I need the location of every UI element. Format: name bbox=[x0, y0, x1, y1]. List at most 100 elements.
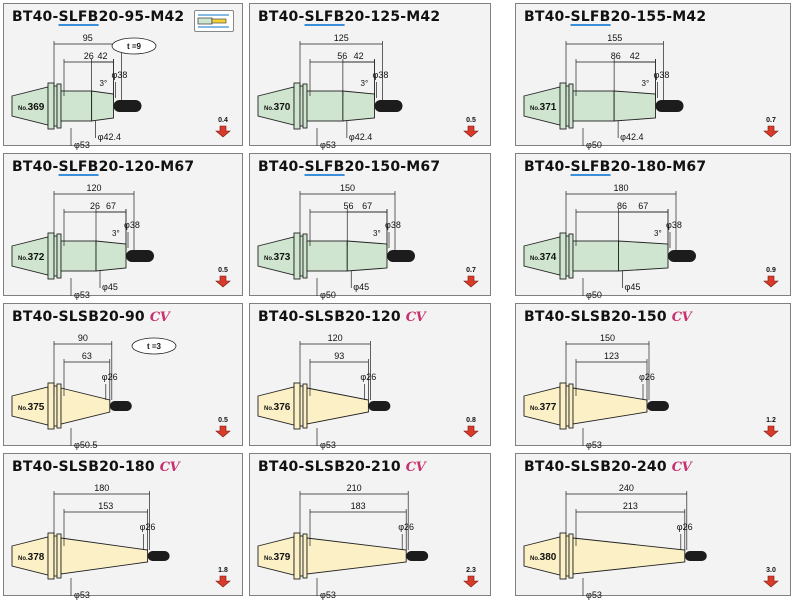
flange-ring bbox=[56, 83, 62, 129]
weight-indicator: 0.4 bbox=[214, 117, 232, 138]
dimension-label: 90 bbox=[78, 333, 88, 343]
tapered-body bbox=[346, 240, 388, 272]
tool-shaft bbox=[109, 401, 132, 411]
part-number: No.375 bbox=[18, 402, 45, 413]
title-suffix: SLSB20-210 bbox=[304, 459, 401, 475]
flange bbox=[293, 232, 301, 280]
flange-diameter-label: φ53 bbox=[586, 590, 602, 600]
body-diameter-label: φ42.4 bbox=[349, 132, 372, 142]
title-series: SLFB bbox=[304, 9, 345, 25]
dimension-label: 63 bbox=[82, 351, 92, 361]
tool-shaft bbox=[684, 551, 707, 561]
flange bbox=[47, 382, 55, 430]
part-number-value: 378 bbox=[28, 552, 45, 563]
cv-badge: CV bbox=[405, 310, 426, 325]
tapered-body bbox=[91, 90, 114, 122]
body-diameter-label: φ45 bbox=[102, 282, 118, 292]
body-section bbox=[572, 240, 619, 272]
dimension-label: 210 bbox=[347, 483, 362, 493]
dimension-label: 180 bbox=[613, 183, 628, 193]
title-suffix: 20-180-M67 bbox=[610, 159, 707, 175]
flange-ring bbox=[565, 535, 570, 577]
down-arrow-icon bbox=[215, 425, 231, 438]
card-title: BT40-SLFB20-155-M42 bbox=[524, 9, 706, 25]
dimension-label: 42 bbox=[98, 51, 108, 61]
down-arrow-icon bbox=[463, 125, 479, 138]
dimension-label: 125 bbox=[334, 33, 349, 43]
shaft-diameter-label: φ38 bbox=[112, 70, 128, 80]
dimension-label: 120 bbox=[86, 183, 101, 193]
flange-ring bbox=[53, 385, 58, 427]
flange bbox=[559, 532, 567, 580]
title-series: SLFB bbox=[570, 159, 611, 175]
shaft-diameter-label: φ38 bbox=[654, 70, 670, 80]
part-number: No.380 bbox=[530, 552, 557, 563]
flange-ring bbox=[568, 533, 574, 579]
flange-ring bbox=[302, 83, 308, 129]
part-number-value: 372 bbox=[28, 252, 45, 263]
down-arrow-icon bbox=[763, 575, 779, 588]
weight-indicator: 3.0 bbox=[762, 567, 780, 588]
weight-indicator: 0.7 bbox=[462, 267, 480, 288]
dimension-label: 153 bbox=[98, 501, 113, 511]
cv-badge: CV bbox=[405, 460, 426, 475]
dimension-label: 67 bbox=[106, 201, 116, 211]
down-arrow-icon bbox=[763, 125, 779, 138]
flange-diameter-label: φ53 bbox=[74, 590, 90, 600]
flange bbox=[559, 232, 567, 280]
down-arrow-icon bbox=[463, 425, 479, 438]
body-diameter-label: φ45 bbox=[353, 282, 369, 292]
flange bbox=[47, 82, 55, 130]
part-number: No.377 bbox=[530, 402, 557, 413]
body-section bbox=[60, 90, 93, 122]
weight-value: 0.5 bbox=[218, 417, 228, 424]
flange-ring bbox=[53, 85, 58, 127]
flange bbox=[559, 382, 567, 430]
dimension-label: 150 bbox=[340, 183, 355, 193]
title-suffix: 20-120-M67 bbox=[98, 159, 195, 175]
part-number-prefix: No. bbox=[530, 106, 540, 112]
flange-diameter-label: φ53 bbox=[586, 440, 602, 450]
part-number: No.372 bbox=[18, 252, 45, 263]
part-number: No.374 bbox=[530, 252, 557, 263]
flange-diameter-label: φ53 bbox=[74, 290, 90, 300]
dimension-label: 86 bbox=[611, 51, 621, 61]
body-diameter-label: φ42.4 bbox=[98, 132, 121, 142]
angle-label: 3° bbox=[654, 229, 662, 238]
title-prefix: BT40- bbox=[12, 309, 59, 325]
cv-badge: CV bbox=[159, 460, 180, 475]
flange-ring bbox=[53, 235, 58, 277]
flange-ring bbox=[299, 85, 304, 127]
flange-ring bbox=[568, 233, 574, 279]
flange bbox=[293, 382, 301, 430]
title-prefix: BT40- bbox=[524, 459, 571, 475]
dimension-label: 240 bbox=[619, 483, 634, 493]
weight-value: 1.8 bbox=[218, 567, 228, 574]
tool-thumbnail-icon[interactable] bbox=[194, 10, 234, 32]
flange-diameter-label: φ50 bbox=[586, 290, 602, 300]
shaft-diameter-label: φ38 bbox=[385, 220, 401, 230]
angle-label: 3° bbox=[361, 79, 369, 88]
down-arrow-icon bbox=[463, 275, 479, 288]
part-number: No.378 bbox=[18, 552, 45, 563]
weight-value: 1.2 bbox=[766, 417, 776, 424]
